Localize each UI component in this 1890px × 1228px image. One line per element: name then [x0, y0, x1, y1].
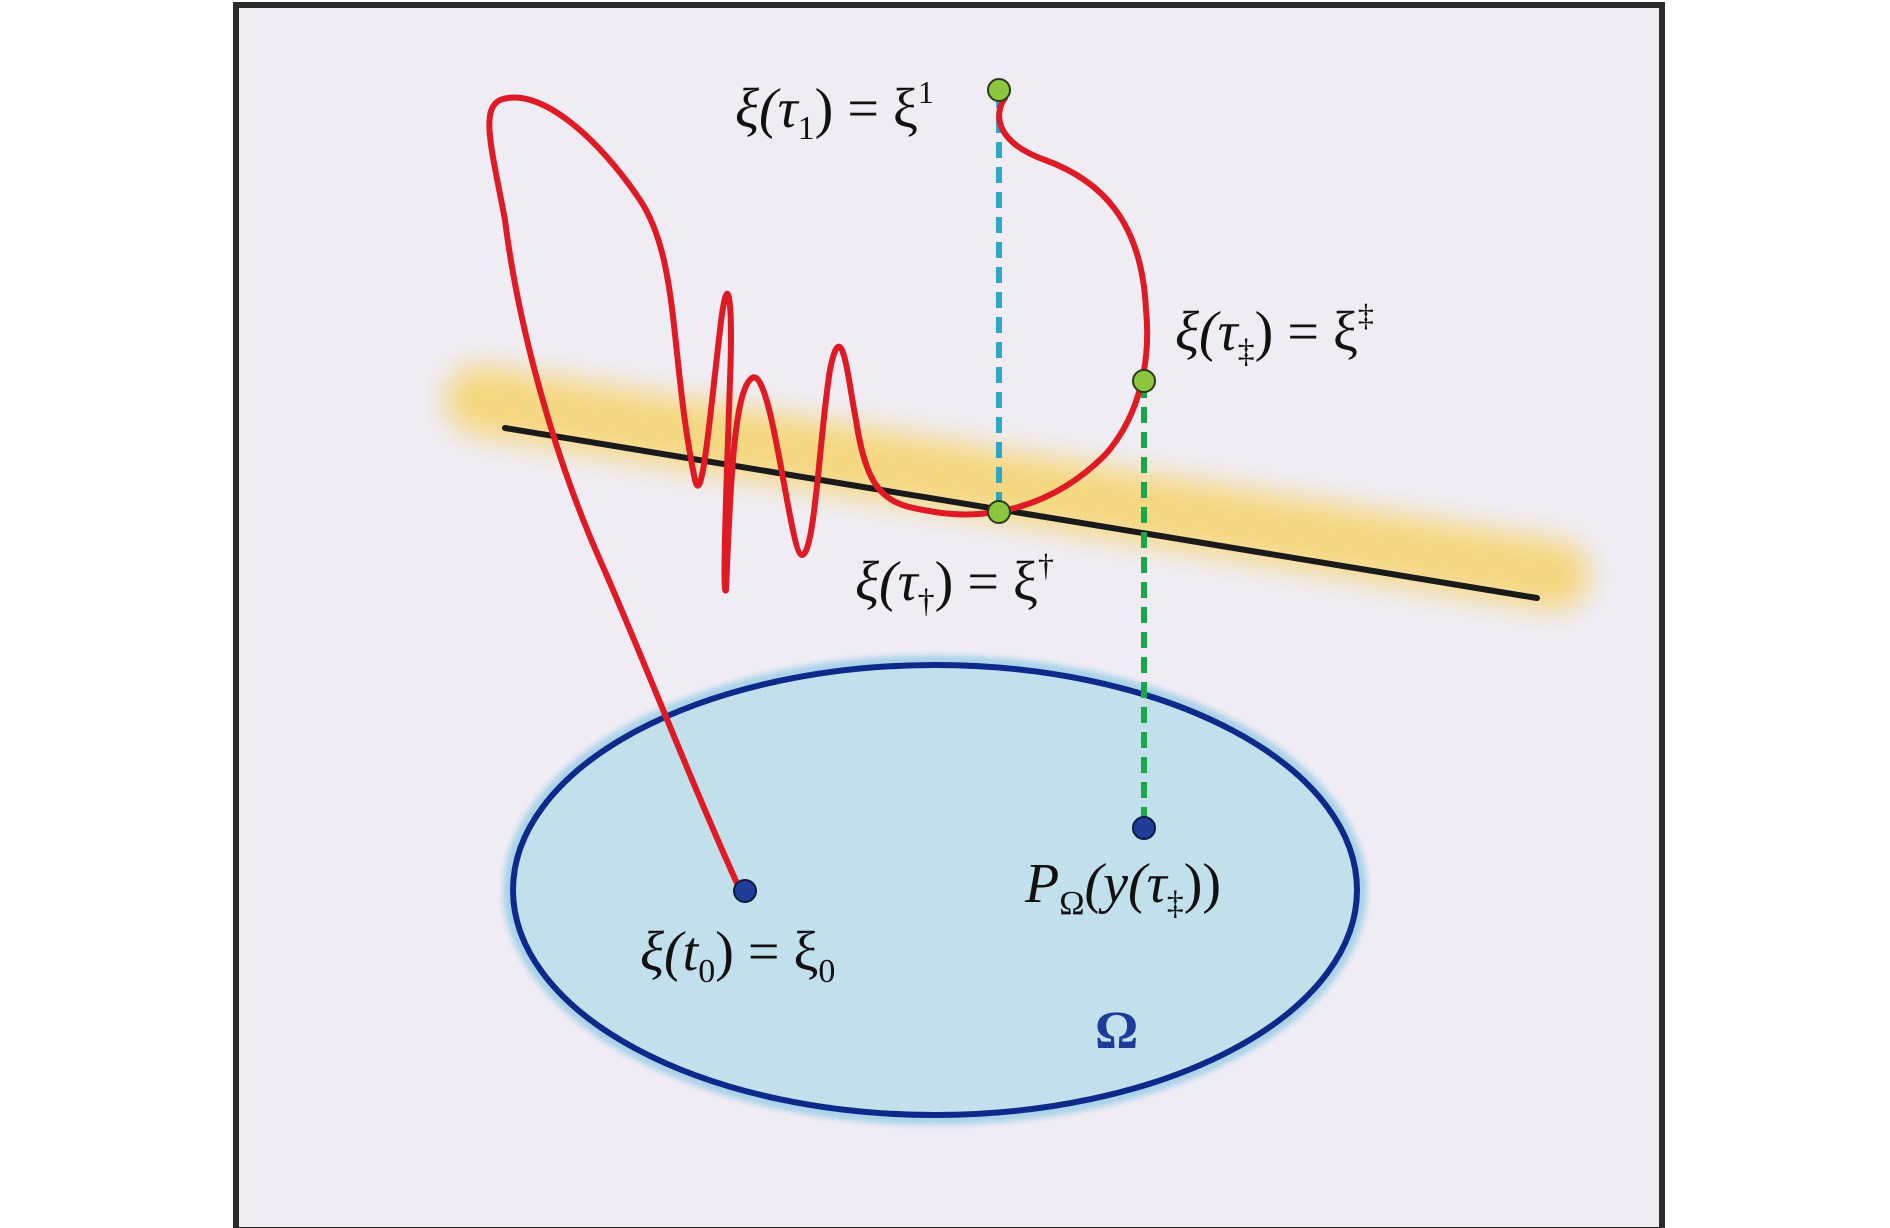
separating-line: [502, 425, 1540, 601]
label-xi-t0: ξ(t0) = ξ0: [640, 921, 835, 990]
point-xi0: [733, 879, 757, 903]
trajectory-curve: [486, 94, 1151, 893]
label-xi-tau-dagger: ξ(τ†) = ξ†: [855, 547, 1054, 620]
label-omega: Ω: [1095, 1000, 1138, 1060]
label-xi-tau-ddagger: ξ(τ‡) = ξ‡: [1175, 297, 1374, 370]
point-xi1: [987, 78, 1011, 102]
point-xi-dagger: [987, 500, 1011, 524]
line-glow: [445, 365, 1590, 610]
label-xi-tau1: ξ(τ1) = ξ1: [735, 74, 934, 147]
region-omega: [510, 662, 1360, 1118]
label-projection: PΩ(y(τ‡)): [1024, 853, 1221, 922]
point-xi-ddagger: [1132, 369, 1156, 393]
point-projection: [1132, 816, 1156, 840]
